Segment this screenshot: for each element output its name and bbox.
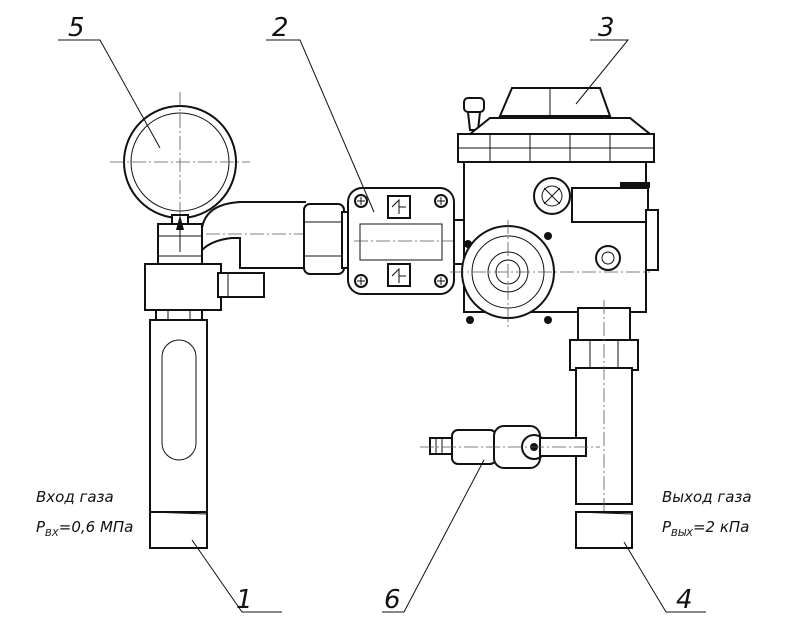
sampling-valve (420, 425, 600, 469)
outlet-pressure: PВЫХ=2 кПа (662, 518, 749, 539)
inlet-pressure: PВХ=0,6 МПа (36, 518, 133, 539)
filter-body (347, 187, 468, 295)
callout-5: 5 (68, 13, 85, 43)
callout-6: 6 (384, 585, 401, 615)
callout-2: 2 (272, 13, 289, 43)
leader-lines (58, 39, 706, 613)
outlet-pipe-end (575, 511, 633, 549)
union-nut (303, 203, 353, 275)
elbow-pipe (201, 201, 330, 269)
gas-regulator (450, 87, 659, 330)
outlet-caption: Выход газа (662, 488, 752, 506)
callout-1: 1 (236, 585, 253, 615)
inlet-tee-assembly (144, 215, 265, 521)
inlet-pipe-end (149, 511, 208, 549)
outlet-pipe (569, 300, 639, 520)
callout-3: 3 (598, 13, 615, 43)
inlet-caption: Вход газа (36, 488, 114, 506)
callout-4: 4 (676, 585, 693, 615)
